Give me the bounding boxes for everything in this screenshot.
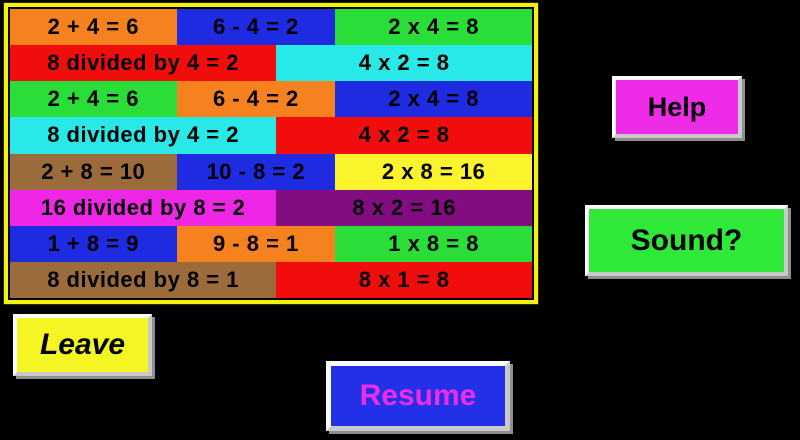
equation-cell[interactable]: 8 x 1 = 8 bbox=[276, 261, 532, 298]
equation-cell[interactable]: 8 divided by 4 = 2 bbox=[10, 45, 277, 82]
resume-button[interactable]: Resume bbox=[326, 361, 510, 431]
equation-row: 2 + 8 = 10 10 - 8 = 2 2 x 8 = 16 bbox=[10, 153, 532, 190]
equation-row: 2 + 4 = 6 6 - 4 = 2 2 x 4 = 8 bbox=[10, 81, 532, 118]
equation-row: 8 divided by 8 = 1 8 x 1 = 8 bbox=[10, 261, 532, 298]
equation-cell[interactable]: 1 x 8 = 8 bbox=[335, 225, 532, 262]
help-button[interactable]: Help bbox=[612, 76, 742, 138]
equation-cell[interactable]: 2 x 4 = 8 bbox=[335, 9, 532, 46]
equation-cell[interactable]: 1 + 8 = 9 bbox=[10, 225, 177, 262]
equation-row: 8 divided by 4 = 2 4 x 2 = 8 bbox=[10, 45, 532, 82]
equation-cell[interactable]: 2 + 4 = 6 bbox=[10, 81, 177, 118]
equation-cell[interactable]: 2 x 8 = 16 bbox=[335, 153, 532, 190]
equation-row: 8 divided by 4 = 2 4 x 2 = 8 bbox=[10, 117, 532, 154]
equation-cell[interactable]: 2 x 4 = 8 bbox=[335, 81, 532, 118]
equation-cell[interactable]: 4 x 2 = 8 bbox=[276, 45, 532, 82]
equation-cell[interactable]: 8 divided by 4 = 2 bbox=[10, 117, 277, 154]
equation-cell[interactable]: 10 - 8 = 2 bbox=[176, 153, 336, 190]
equation-cell[interactable]: 4 x 2 = 8 bbox=[276, 117, 532, 154]
equation-cell[interactable]: 2 + 4 = 6 bbox=[10, 9, 177, 46]
equation-row: 1 + 8 = 9 9 - 8 = 1 1 x 8 = 8 bbox=[10, 225, 532, 262]
equation-grid: 2 + 4 = 6 6 - 4 = 2 2 x 4 = 8 8 divided … bbox=[8, 7, 534, 300]
equation-cell[interactable]: 9 - 8 = 1 bbox=[176, 225, 336, 262]
equation-panel: 2 + 4 = 6 6 - 4 = 2 2 x 4 = 8 8 divided … bbox=[3, 2, 539, 305]
equation-cell[interactable]: 6 - 4 = 2 bbox=[176, 81, 336, 118]
equation-cell[interactable]: 8 x 2 = 16 bbox=[276, 189, 532, 226]
equation-cell[interactable]: 2 + 8 = 10 bbox=[10, 153, 177, 190]
leave-button[interactable]: Leave bbox=[13, 314, 152, 376]
equation-cell[interactable]: 8 divided by 8 = 1 bbox=[10, 261, 277, 298]
equation-cell[interactable]: 6 - 4 = 2 bbox=[176, 9, 336, 46]
equation-row: 2 + 4 = 6 6 - 4 = 2 2 x 4 = 8 bbox=[10, 9, 532, 46]
equation-row: 16 divided by 8 = 2 8 x 2 = 16 bbox=[10, 189, 532, 226]
equation-cell[interactable]: 16 divided by 8 = 2 bbox=[10, 189, 277, 226]
sound-button[interactable]: Sound? bbox=[585, 205, 788, 276]
